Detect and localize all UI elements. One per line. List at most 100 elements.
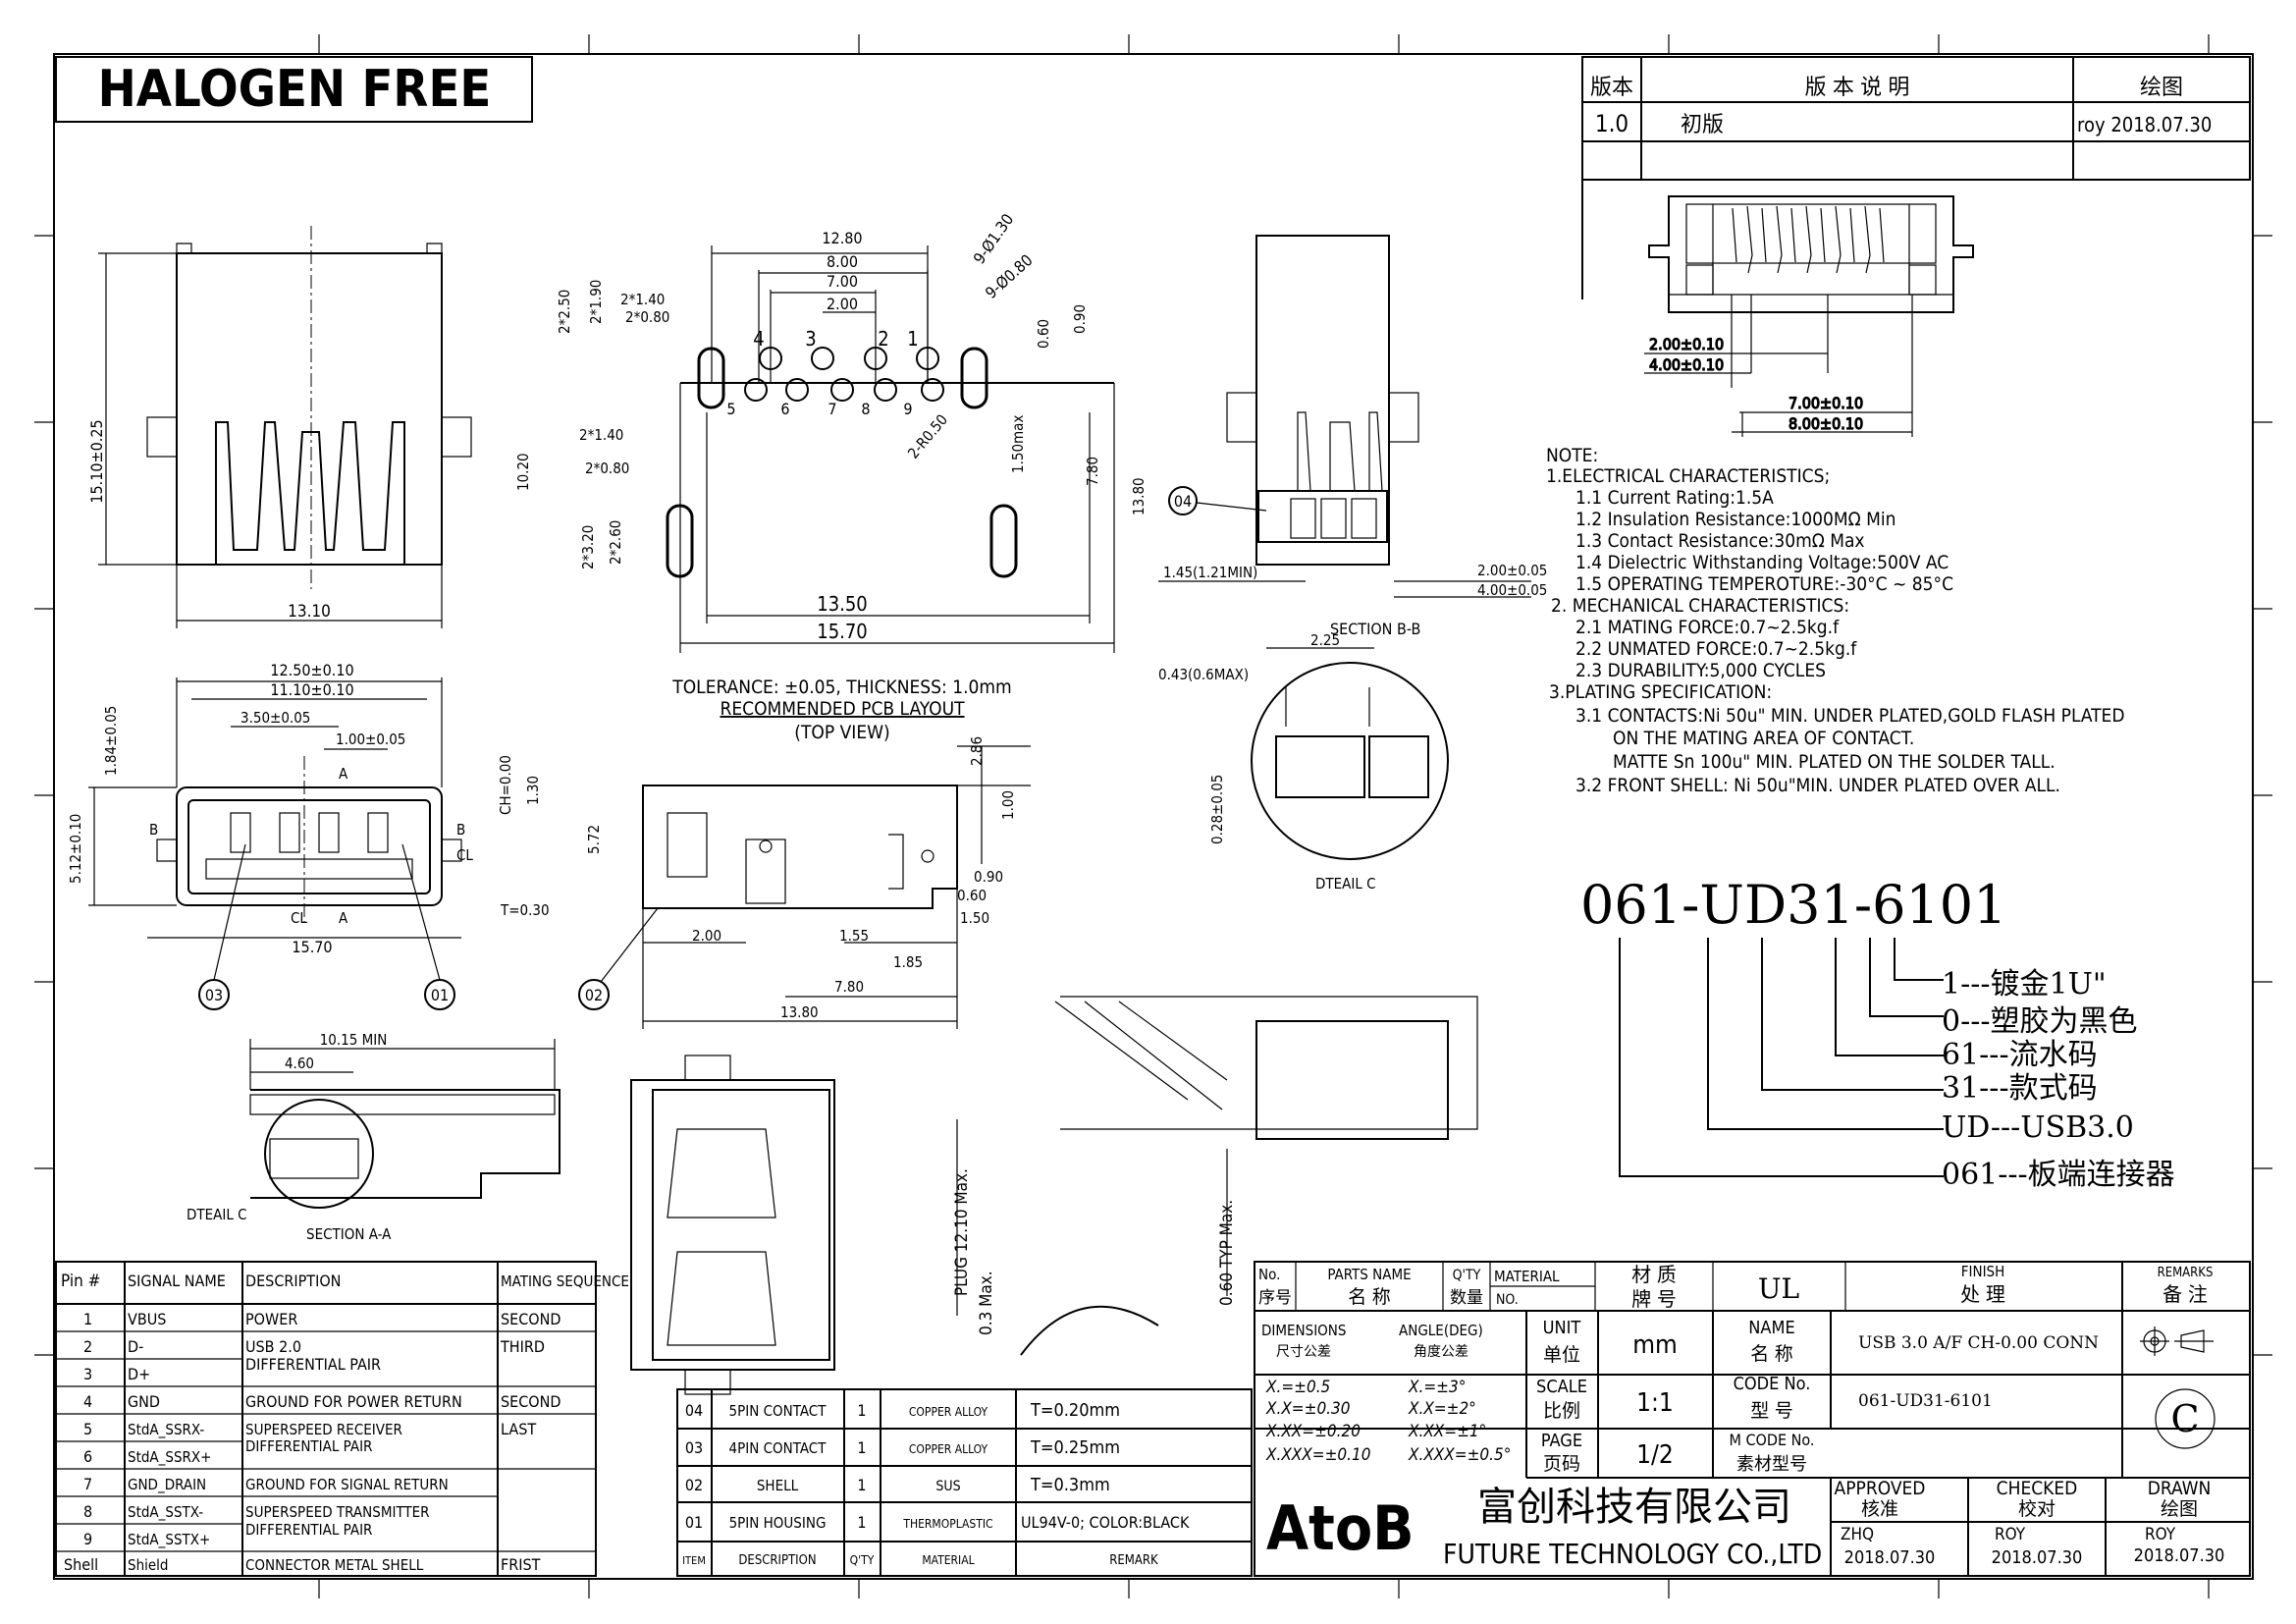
tb-drawn: DRAWN [2148,1478,2212,1499]
pin-row-8-signal: StdA_SSTX- [128,1503,203,1522]
pcb-dim-2x0.80-top: 2*0.80 [625,308,669,326]
tb-code-no: CODE No. [1734,1374,1811,1394]
pin-row-9-signal: StdA_SSTX+ [128,1531,210,1549]
plug-dim-1: PLUG 12.10 Max. [952,1168,972,1296]
bom-header-item: ITEM [682,1554,706,1567]
tb-name-cn: 名 称 [1750,1343,1792,1365]
bom-row-4-remark: UL94V-0; COLOR:BLACK [1021,1513,1190,1532]
note-line-10: 2.3 DURABILITY:5,000 CYCLES [1575,660,1826,681]
bom-header-qty: Q'TY [850,1553,875,1567]
pcb-pin-7: 7 [828,400,836,418]
pcb-dim-2x2.50: 2*2.50 [556,290,573,334]
bom-row-1-remark: T=0.20mm [1030,1400,1120,1421]
bom-row-2-desc: 4PIN CONTACT [729,1439,828,1457]
revision-table: 版本 版 本 说 明 绘图 1.0 初版 roy 2018.07.30 [1581,56,2251,299]
pin-row-1-seq: SECOND [501,1310,561,1328]
side-dim-6: 1.50 [960,909,989,927]
part-code-legend-2: 0---塑胶为黑色 [1942,1004,2138,1039]
pcb-pin-5: 5 [726,400,735,418]
tb-remarks: REMARKS [2158,1266,2214,1280]
top-detail-dim-3: 7.00±0.10 [1789,394,1863,412]
bom-row-1-desc: 5PIN CONTACT [729,1402,828,1420]
pin-row-2-seq: THIRD [500,1337,545,1356]
section-bb-detail: SECTION B-B 2.25 0.43(0.6MAX) 0.28±0.05 … [1158,620,1449,893]
pcb-pin-6: 6 [780,400,789,418]
notes-title: NOTE: [1546,445,1598,466]
note-line-6: 1.5 OPERATING TEMPEROTURE:-30°C ~ 85°C [1575,573,1953,595]
plug-dim-3: 0.60 TYP Max. [1217,1200,1237,1306]
note-line-1: 1.ELECTRICAL CHARACTERISTICS; [1546,465,1830,487]
part-code-legend-3: 61---流水码 [1942,1038,2098,1072]
pin-row-6-signal: StdA_SSRX+ [128,1448,211,1467]
pin-table-header-desc: DESCRIPTION [245,1272,341,1290]
front-dim-4: 1.00±0.05 [336,731,405,748]
pin-row-5-desc: SUPERSPEED RECEIVER [245,1421,402,1438]
front-dimension-view: 12.50±0.10 11.10±0.10 3.50±0.05 1.00±0.0… [67,661,550,1010]
bom-row-3-item: 02 [685,1476,703,1494]
tb-checked: CHECKED [1997,1478,2078,1499]
bom-row-2-mat: COPPER ALLOY [909,1442,988,1456]
pin-row-10-desc: CONNECTOR METAL SHELL [245,1556,424,1574]
pin-row-3-desc: DIFFERENTIAL PAIR [245,1355,381,1374]
front-dim-label-B1: B [149,821,158,839]
company-logo: AtoB [1266,1492,1415,1564]
pin-row-2-pin: 2 [83,1337,92,1356]
pin-table-header-seq: MATING SEQUENCE [501,1272,629,1290]
bom-header-remark: REMARK [1109,1553,1158,1568]
pin-row-6-desc: DIFFERENTIAL PAIR [245,1437,372,1455]
front-dim-8: 1.30 [524,776,542,805]
pcb-pin-9: 9 [903,400,912,418]
tb-checked-cn: 校对 [2018,1498,2056,1520]
tb-qty-cn: 数量 [1450,1288,1483,1308]
front-dim-6: 5.12±0.10 [67,814,84,884]
pin-row-3-signal: D+ [128,1365,150,1383]
bom-row-3-qty: 1 [857,1476,866,1494]
tb-page-cn: 页码 [1543,1453,1580,1475]
note-line-13: ON THE MATING AREA OF CONTACT. [1613,728,1914,749]
pcb-dim-10.20: 10.20 [514,453,532,491]
bom-row-4-qty: 1 [857,1513,866,1532]
plug-mating-view: PLUG 12.10 Max. 0.3 Max. 0.60 TYP Max. [630,996,1478,1395]
pin-row-10-signal: Shield [128,1556,169,1574]
pcb-dim-2x2.60: 2*2.60 [607,520,624,565]
bom-row-3-desc: SHELL [757,1477,799,1494]
front-dim-callout-03: 03 [205,986,223,1004]
tb-unit-val: mm [1632,1330,1678,1360]
pcb-dim-0.60: 0.60 [1035,319,1052,349]
company-name-cn: 富创科技有限公司 [1477,1485,1791,1530]
side-dim-5: 0.60 [957,887,987,904]
tb-finish-cn: 处 理 [1960,1282,2005,1306]
tb-drawn-by: ROY [2145,1525,2176,1544]
tb-scale: SCALE [1536,1377,1587,1397]
section-aa: 10.15 MIN 4.60 DTEAIL C SECTION A-A [187,1031,561,1243]
side-view-dim-1: 1.45(1.21MIN) [1163,564,1257,581]
side-view-dim-3: 4.00±0.05 [1477,581,1547,599]
side-dim-4: 0.90 [974,868,1003,886]
pin-table-header-pin: Pin # [61,1272,100,1291]
projection-symbol-icon [2140,1326,2214,1356]
pcb-dim-1.50max: 1.50max [1009,415,1027,473]
rev-header-drawn: 绘图 [2140,76,2183,100]
pin-row-5-signal: StdA_SSRX- [128,1421,204,1439]
part-code-legend-5: UD---USB3.0 [1942,1110,2134,1145]
tb-ul: UL [1758,1272,1799,1305]
pcb-dim-7.00: 7.00 [827,272,858,291]
tb-remarks-cn: 备 注 [2163,1282,2208,1306]
tb-finish: FINISH [1961,1263,2005,1280]
tb-approved: APPROVED [1835,1478,1926,1499]
tb-unit: UNIT [1543,1318,1581,1338]
pcb-dim-2x1.40-top: 2*1.40 [620,291,665,308]
part-code-legend-6: 061---板端连接器 [1942,1158,2175,1192]
tb-no-cn: 序号 [1258,1288,1292,1308]
pin-row-7-signal: GND_DRAIN [128,1476,206,1494]
tb-scale-val: 1:1 [1636,1388,1674,1418]
note-line-3: 1.2 Insulation Resistance:1000MΩ Min [1575,509,1896,530]
tb-name-val: USB 3.0 A/F CH-0.00 CONN [1858,1333,2099,1353]
section-bb-dim-2: 0.43(0.6MAX) [1158,666,1249,683]
note-line-9: 2.2 UNMATED FORCE:0.7~2.5kg.f [1575,638,1857,660]
tb-material: MATERIAL [1494,1268,1560,1285]
tb-qty: Q'TY [1453,1268,1481,1283]
pcb-layout-title: RECOMMENDED PCB LAYOUT [720,698,965,720]
front-dim-label-CL2: CL [291,909,307,927]
